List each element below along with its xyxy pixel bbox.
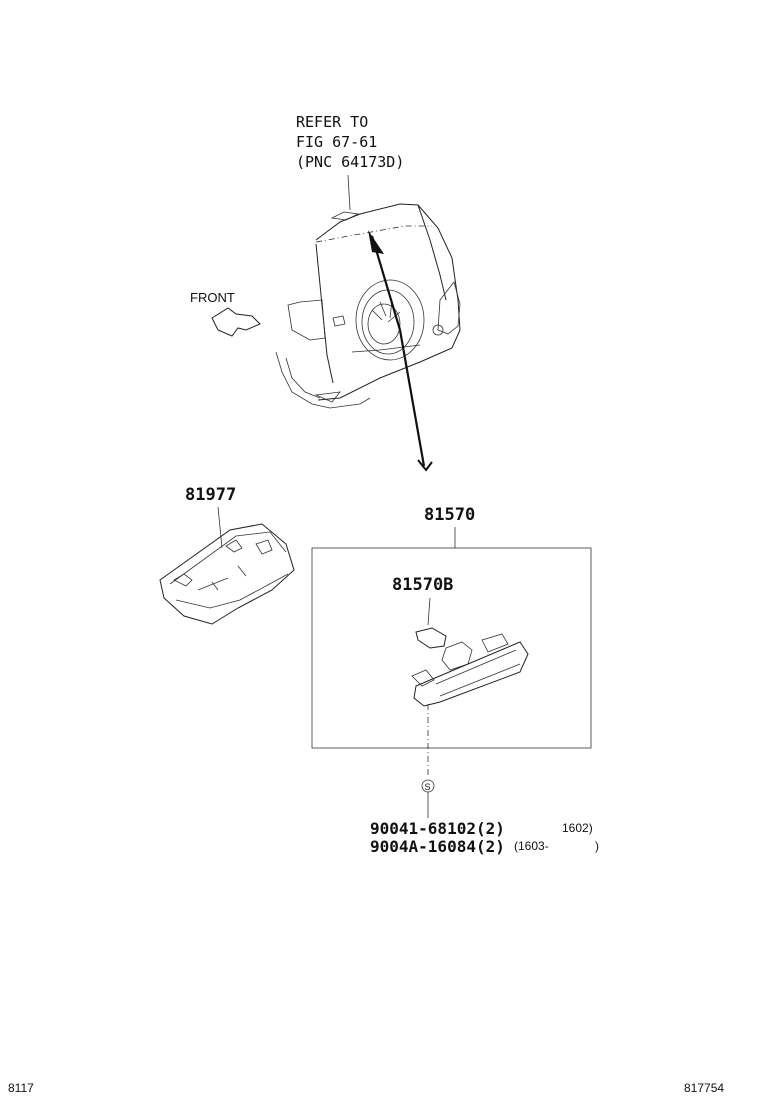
bulb-leader-line: [427, 597, 431, 626]
fastener-2-date-start: (1603-: [514, 839, 549, 853]
part-label-9004A-16084: 9004A-16084(2): [370, 837, 505, 856]
vehicle-rear-illustration: [275, 203, 461, 409]
refer-line-2: FIG 67-61: [296, 133, 377, 151]
refer-line-3: (PNC 64173D): [296, 153, 404, 171]
cover-leader-line: [217, 506, 223, 549]
screw-symbol: S: [425, 782, 431, 792]
refer-line-1: REFER TO: [296, 113, 368, 131]
part-label-81570B: 81570B: [392, 575, 453, 595]
assembly-frame: [311, 547, 592, 749]
part-label-81570: 81570: [424, 505, 475, 525]
location-arrow-head: [368, 230, 384, 254]
front-label: FRONT: [190, 290, 235, 305]
front-arrow-icon: [211, 307, 261, 337]
part-label-81977: 81977: [185, 485, 236, 505]
footer-left-code: 8117: [8, 1081, 34, 1095]
cover-part-illustration: [159, 523, 295, 625]
refer-leader-line: [347, 174, 351, 211]
footer-right-code: 817754: [684, 1081, 724, 1095]
part-label-90041-68102: 90041-68102(2): [370, 819, 505, 838]
wiper-motor-part: [330, 211, 360, 221]
lamp-assembly-illustration: [411, 633, 529, 707]
bulb-part-illustration: [415, 627, 447, 649]
fastener-2-date-end: ): [595, 839, 599, 853]
fastener-1-date: 1602): [562, 821, 593, 835]
location-arrow-line: [370, 235, 426, 467]
